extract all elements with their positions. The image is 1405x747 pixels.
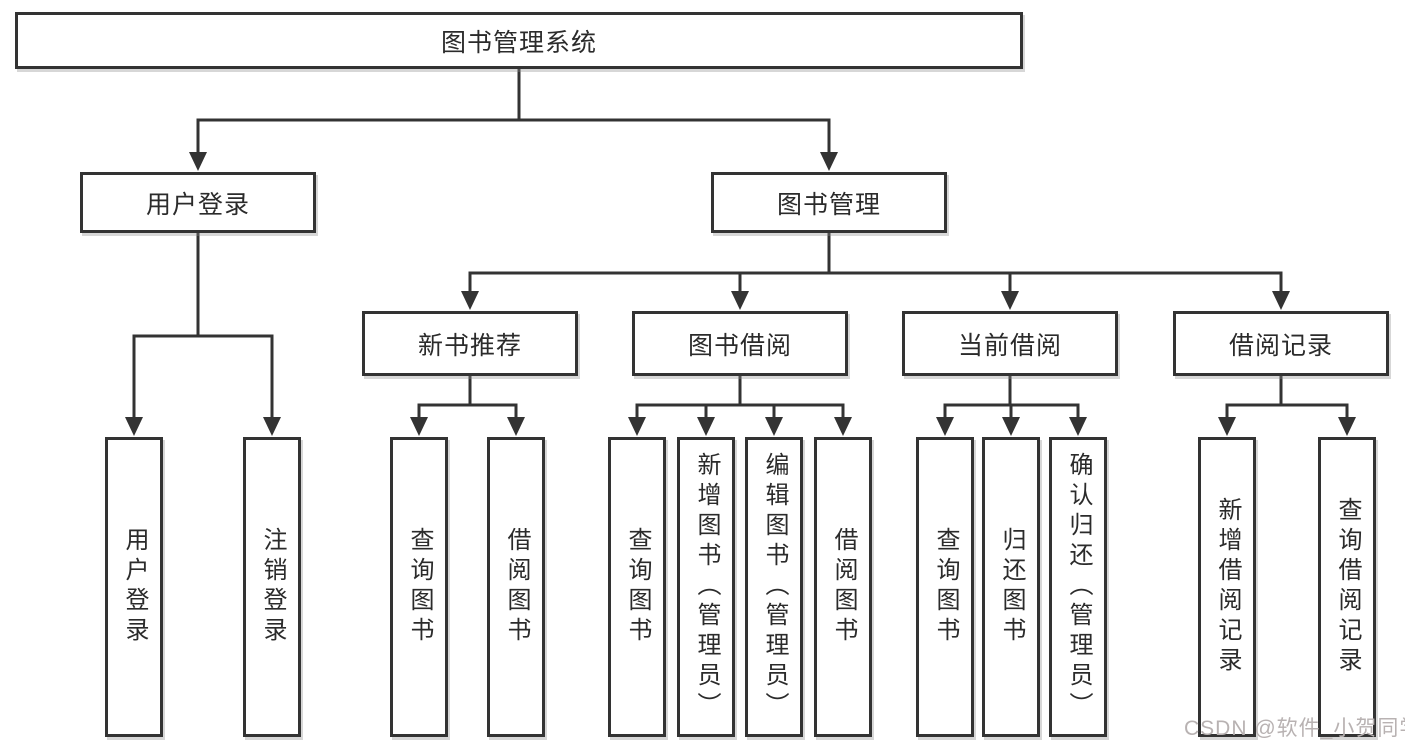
node-borrow-records: 借阅记录 — [1173, 311, 1389, 376]
node-new-book-recommend: 新书推荐 — [362, 311, 578, 376]
leaf-label: 借阅图书 — [830, 527, 857, 647]
leaf-label: 查询图书 — [406, 527, 433, 647]
csdn-watermark: CSDN @软件_小贺同学 — [1184, 717, 1405, 740]
node-label: 用户登录 — [145, 190, 250, 219]
leaf-add-books-admin: 新增图书（管理员） — [677, 437, 735, 737]
leaf-label: 借阅图书 — [503, 527, 530, 647]
leaf-label: 新增图书（管理员） — [693, 452, 720, 722]
leaf-edit-books-admin: 编辑图书（管理员） — [745, 437, 803, 737]
node-label: 图书管理系统 — [440, 28, 597, 57]
leaf-query-borrow-record: 查询借阅记录 — [1318, 437, 1376, 737]
leaf-borrow-books: 借阅图书 — [487, 437, 545, 737]
leaf-label: 注销登录 — [259, 527, 286, 647]
leaf-add-borrow-record: 新增借阅记录 — [1198, 437, 1256, 737]
node-label: 借阅记录 — [1228, 331, 1333, 360]
leaf-logout: 注销登录 — [243, 437, 301, 737]
leaf-label: 归还图书 — [998, 527, 1025, 647]
leaf-query-books: 查询图书 — [390, 437, 448, 737]
node-book-borrowing: 图书借阅 — [632, 311, 848, 376]
leaf-return-books: 归还图书 — [982, 437, 1040, 737]
node-book-management: 图书管理 — [711, 172, 947, 233]
node-label: 新书推荐 — [417, 331, 522, 360]
leaf-user-login: 用户登录 — [105, 437, 163, 737]
node-label: 图书管理 — [776, 190, 881, 219]
node-user-login: 用户登录 — [80, 172, 316, 233]
node-root-system: 图书管理系统 — [15, 12, 1023, 69]
leaf-label: 用户登录 — [121, 527, 148, 647]
leaf-query-books: 查询图书 — [608, 437, 666, 737]
leaf-label: 新增借阅记录 — [1214, 497, 1241, 677]
leaf-label: 查询图书 — [932, 527, 959, 647]
node-label: 当前借阅 — [957, 331, 1062, 360]
node-label: 图书借阅 — [687, 331, 792, 360]
leaf-label: 查询图书 — [624, 527, 651, 647]
leaf-query-books: 查询图书 — [916, 437, 974, 737]
leaf-label: 查询借阅记录 — [1334, 497, 1361, 677]
leaf-label: 编辑图书（管理员） — [761, 452, 788, 722]
node-current-borrowing: 当前借阅 — [902, 311, 1118, 376]
leaf-borrow-books: 借阅图书 — [814, 437, 872, 737]
leaf-confirm-return-admin: 确认归还（管理员） — [1049, 437, 1107, 737]
leaf-label: 确认归还（管理员） — [1065, 452, 1092, 722]
